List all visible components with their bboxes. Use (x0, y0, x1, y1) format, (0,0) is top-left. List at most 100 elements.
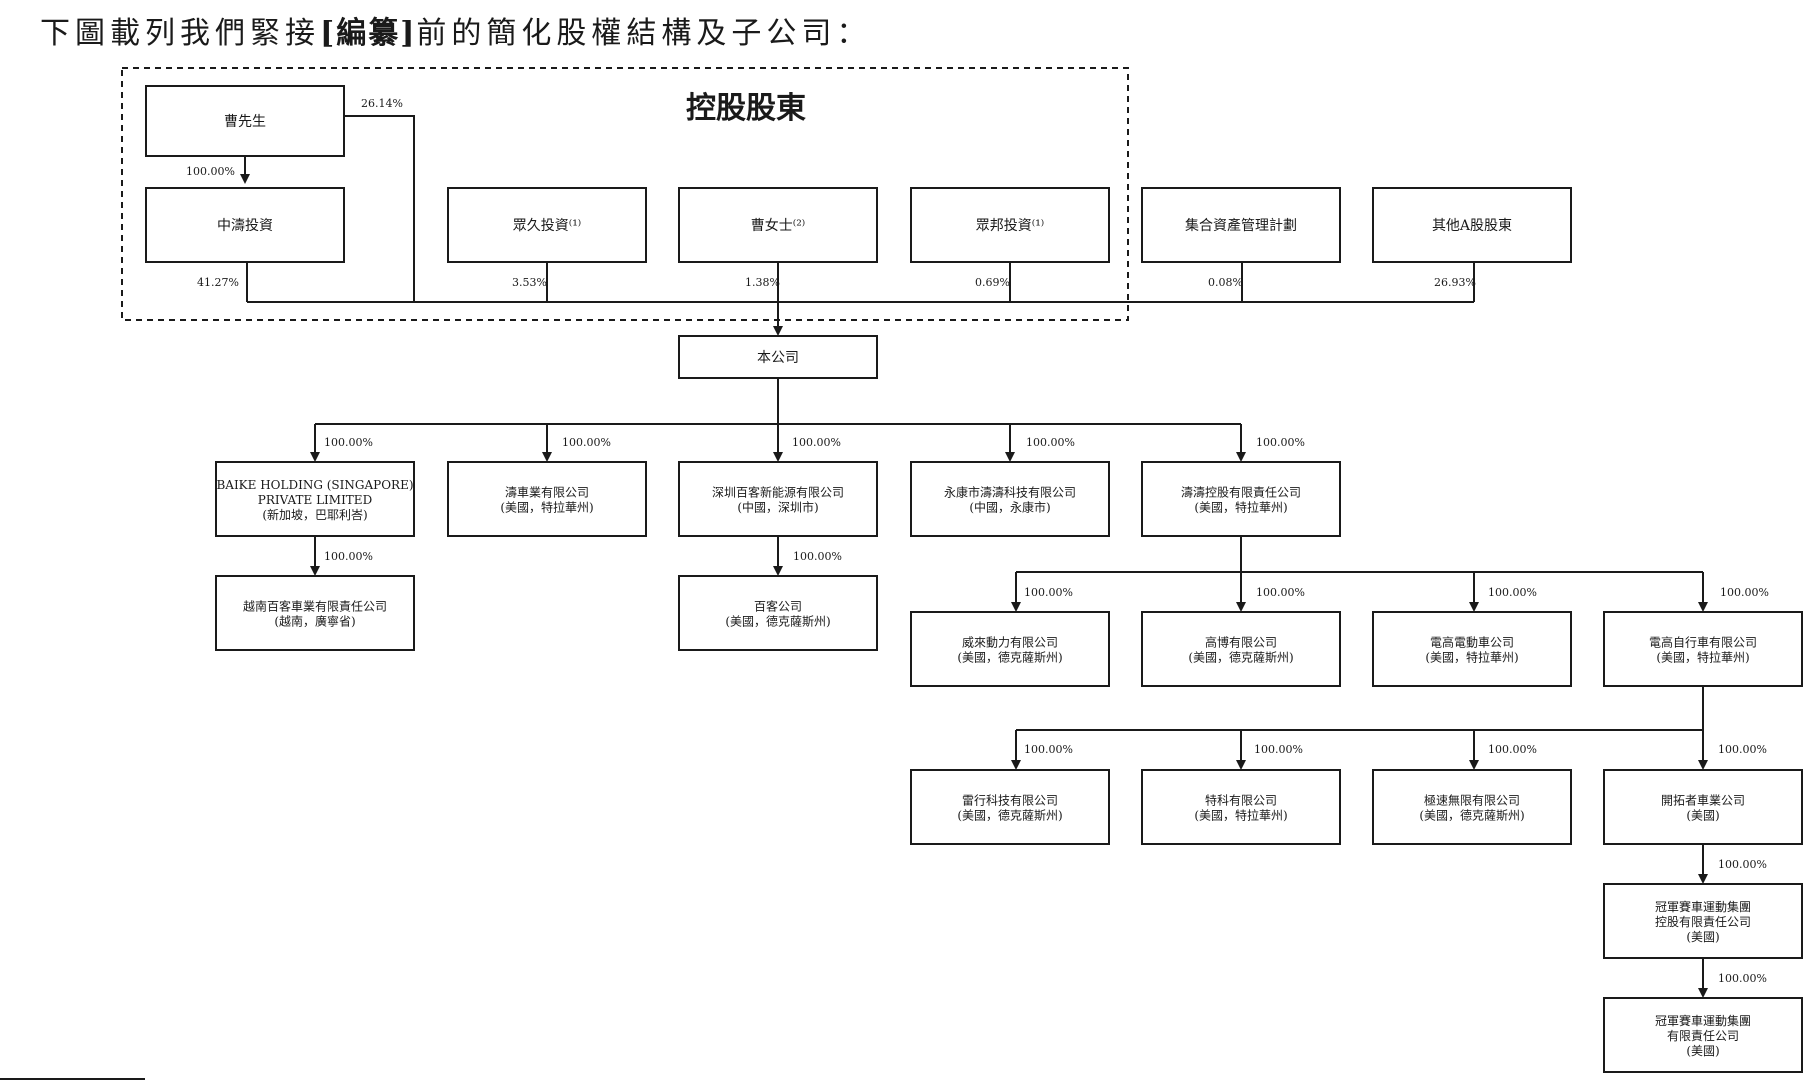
entity-label-line: 深圳百客新能源有限公司 (712, 485, 844, 500)
entity-box-frame (447, 187, 647, 263)
entity-box-baike-sg: BAIKE HOLDING (SINGAPORE)PRIVATE LIMITED… (215, 461, 415, 537)
entity-label-line: (美國，特拉華州) (1194, 808, 1287, 823)
pct-tao-holding-dg-ev: 100.00% (1488, 586, 1537, 599)
entity-box-frame (1141, 611, 1341, 687)
entity-box-frame (910, 611, 1110, 687)
entity-box-teke: 特科有限公司(美國，特拉華州) (1141, 769, 1341, 845)
entity-box-pioneer: 開拓者車業公司(美國) (1603, 769, 1803, 845)
entity-label-line: 眾久投資⁽¹⁾ (513, 218, 582, 234)
pct-company-tao-holding: 100.00% (1256, 436, 1305, 449)
pct-champ-holding-champ-llc: 100.00% (1718, 972, 1767, 985)
entity-label-line: 其他A股股東 (1432, 218, 1512, 234)
entity-label-line: (美國，德克薩斯州) (957, 808, 1062, 823)
page-heading: 下圖載列我們緊接[編纂]前的簡化股權結構及子公司： (40, 8, 871, 52)
pct-dg-bike-pioneer: 100.00% (1718, 743, 1767, 756)
entity-label-line: (美國，德克薩斯州) (957, 650, 1062, 665)
entity-box-frame (678, 335, 878, 379)
entity-box-frame (910, 769, 1110, 845)
pct-company-baike-sg: 100.00% (324, 436, 373, 449)
entity-box-yk-tech: 永康市濤濤科技有限公司(中國，永康市) (910, 461, 1110, 537)
pct-dg-bike-teke: 100.00% (1254, 743, 1303, 756)
pct-cao-mr-zhongtao: 100.00% (186, 165, 235, 178)
entity-box-frame (1141, 187, 1341, 263)
entity-box-frame (1372, 187, 1572, 263)
entity-label-line: (中國，深圳市) (737, 500, 818, 515)
entity-box-frame (1603, 769, 1803, 845)
entity-box-frame (910, 461, 1110, 537)
entity-box-frame (215, 461, 415, 537)
entity-label-line: 集合資產管理計劃 (1185, 217, 1297, 234)
pct-zhongtao-company: 41.27% (197, 276, 239, 289)
entity-label-line: 極速無限有限公司 (1424, 793, 1520, 808)
entity-label-line: 曹先生 (224, 114, 266, 130)
entity-label-line: 濤濤控股有限責任公司 (1181, 486, 1301, 500)
pct-baike-sg-vn-baike: 100.00% (324, 550, 373, 563)
entity-box-company: 本公司 (678, 335, 878, 379)
entity-box-zhongjiu: 眾久投資⁽¹⁾ (447, 187, 647, 263)
edge-cao-mr-company (344, 115, 415, 302)
entity-label-line: 開拓者車業公司 (1661, 794, 1745, 808)
entity-box-frame (447, 461, 647, 537)
pct-other-a-company: 26.93% (1434, 276, 1476, 289)
entity-box-frame (678, 575, 878, 651)
entity-label-line: (美國，特拉華州) (1425, 650, 1518, 665)
pct-tao-holding-gaobo: 100.00% (1256, 586, 1305, 599)
pct-zhongjiu-company: 3.53% (512, 276, 547, 289)
entity-label-line: 有限責任公司 (1667, 1029, 1739, 1043)
entity-label-line: (越南，廣寧省) (274, 614, 355, 629)
pct-dg-bike-jisu: 100.00% (1488, 743, 1537, 756)
entity-label-line: (美國) (1686, 1044, 1719, 1058)
entity-box-frame (1141, 461, 1341, 537)
entity-box-weilai: 威來動力有限公司(美國，德克薩斯州) (910, 611, 1110, 687)
entity-box-frame (1603, 611, 1803, 687)
entity-label-line: 曹女士⁽²⁾ (751, 217, 806, 234)
pct-company-tao-vehicle: 100.00% (562, 436, 611, 449)
pct-sz-baike-baike-us: 100.00% (793, 550, 842, 563)
entity-label-line: (美國，德克薩斯州) (1188, 650, 1293, 665)
entity-boxes: 曹先生 中濤投資 眾久投資⁽¹⁾ 曹女士⁽²⁾ 眾邦投資⁽¹⁾ 集合資產管理計劃… (145, 85, 1803, 1073)
entity-label-line: 眾邦投資⁽¹⁾ (976, 218, 1045, 234)
pct-cao-mr-company: 26.14% (361, 97, 403, 110)
entity-box-dg-ev: 電高電動車公司(美國，特拉華州) (1372, 611, 1572, 687)
entity-label-line: (美國，特拉華州) (1656, 650, 1749, 665)
entity-box-frame (145, 85, 345, 157)
pct-company-yk-tech: 100.00% (1026, 436, 1075, 449)
entity-label-line: 越南百客車業有限責任公司 (243, 599, 387, 614)
pct-pioneer-champ-holding: 100.00% (1718, 858, 1767, 871)
entity-box-frame (145, 187, 345, 263)
entity-box-frame (215, 575, 415, 651)
entity-label-line: (美國，德克薩斯州) (1419, 808, 1524, 823)
entity-box-gaobo: 高博有限公司(美國，德克薩斯州) (1141, 611, 1341, 687)
entity-label-line: BAIKE HOLDING (SINGAPORE) (216, 478, 413, 492)
entity-box-leixing: 雷行科技有限公司(美國，德克薩斯州) (910, 769, 1110, 845)
entity-label-line: 永康市濤濤科技有限公司 (944, 485, 1076, 500)
entity-label-line: (美國，德克薩斯州) (725, 614, 830, 629)
entity-label-line: 本公司 (757, 350, 799, 366)
entity-label-line: 電高自行車有限公司 (1649, 635, 1757, 650)
entity-box-vn-baike: 越南百客車業有限責任公司(越南，廣寧省) (215, 575, 415, 651)
pct-asset-plan-company: 0.08% (1208, 276, 1243, 289)
entity-box-frame (678, 461, 878, 537)
entity-label-line: 冠軍賽車運動集團 (1655, 1013, 1751, 1028)
entity-label-line: 百客公司 (754, 599, 802, 614)
entity-label-line: 控股有限責任公司 (1655, 915, 1751, 929)
entity-box-frame (910, 187, 1110, 263)
pct-tao-holding-dg-bike: 100.00% (1720, 586, 1769, 599)
entity-box-dg-bike: 電高自行車有限公司(美國，特拉華州) (1603, 611, 1803, 687)
entity-box-cao-ms: 曹女士⁽²⁾ (678, 187, 878, 263)
entity-label-line: 威來動力有限公司 (962, 636, 1058, 650)
entity-label-line: 電高電動車公司 (1430, 635, 1514, 650)
entity-box-frame (678, 187, 878, 263)
entity-box-frame (1603, 883, 1803, 959)
entity-label-line: (美國) (1686, 809, 1719, 823)
entity-box-tao-holding: 濤濤控股有限責任公司(美國，特拉華州) (1141, 461, 1341, 537)
entity-label-line: 冠軍賽車運動集團 (1655, 899, 1751, 914)
entity-box-other-a: 其他A股股東 (1372, 187, 1572, 263)
entity-box-zhongtao: 中濤投資 (145, 187, 345, 263)
entity-box-frame (1372, 769, 1572, 845)
entity-box-zhongbang: 眾邦投資⁽¹⁾ (910, 187, 1110, 263)
heading-redaction-mark: [編纂] (320, 16, 417, 51)
